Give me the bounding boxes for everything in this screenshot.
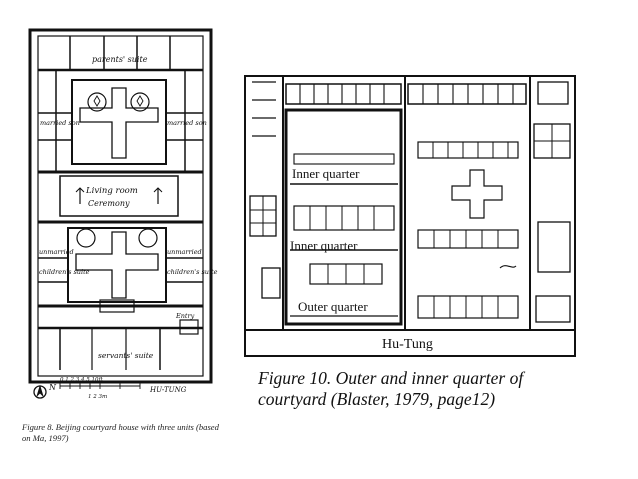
north-marker: N	[48, 383, 57, 392]
scale-label-feet: 0 1 2 3 4 5 10ft	[60, 377, 104, 383]
label-living-room: Living room	[85, 186, 138, 196]
label-childrens-suite-left: children's suite	[39, 268, 90, 276]
label-servants-suite: servants' suite	[98, 351, 154, 360]
label-hu-tung: Hu-Tung	[382, 337, 433, 352]
label-parents-suite: parents' suite	[92, 55, 148, 64]
figure10-plan	[244, 75, 576, 357]
label-entry: Entry	[175, 312, 195, 320]
label-unmarried-right: unmarried	[167, 248, 202, 256]
figure8-caption: Figure 8. Beijing courtyard house with t…	[22, 422, 219, 443]
label-hu-tung-sketch: HU-TUNG	[149, 386, 187, 394]
label-ceremony: Ceremony	[88, 199, 130, 208]
scale-label-metres: 1 2 3m	[88, 394, 107, 400]
label-unmarried-left: unmarried	[39, 248, 74, 256]
label-married-son-right: married son	[167, 119, 207, 127]
label-inner-quarter-2: Inner quarter	[290, 238, 358, 253]
figure8-plan	[28, 28, 213, 399]
label-married-son-left: married son	[40, 119, 80, 127]
label-inner-quarter-1: Inner quarter	[292, 166, 360, 181]
figure10-caption: Figure 10. Outer and inner quarter of co…	[258, 368, 524, 409]
label-childrens-suite-right: children's suite	[167, 268, 218, 276]
label-outer-quarter: Outer quarter	[298, 299, 368, 314]
